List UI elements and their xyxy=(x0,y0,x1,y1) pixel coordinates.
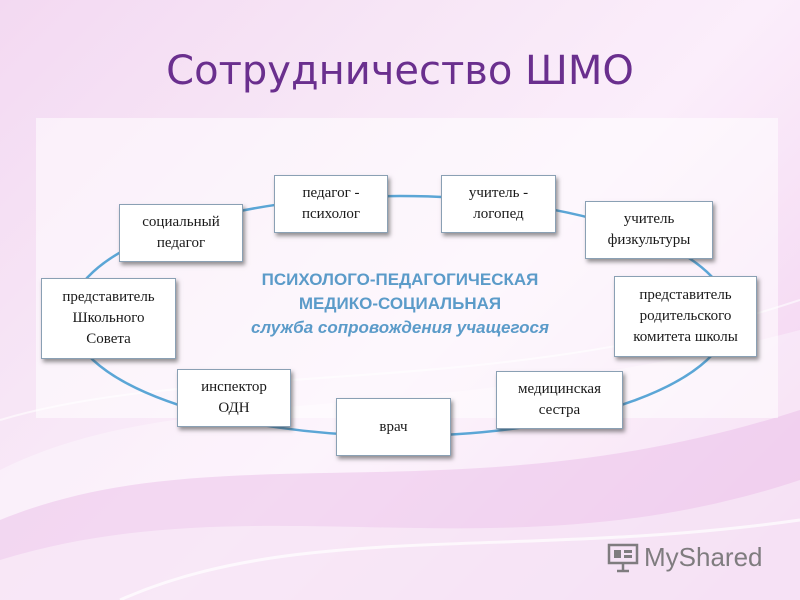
node-social-teacher: социальный педагог xyxy=(119,204,243,262)
node-inspector-odn: инспектор ОДН xyxy=(177,369,291,427)
center-line-2: МЕДИКО-СОЦИАЛЬНАЯ xyxy=(298,294,502,313)
center-service-label: ПСИХОЛОГО-ПЕДАГОГИЧЕСКАЯ МЕДИКО-СОЦИАЛЬН… xyxy=(200,268,600,340)
center-line-1: ПСИХОЛОГО-ПЕДАГОГИЧЕСКАЯ xyxy=(261,270,539,289)
diagram-panel xyxy=(36,118,778,418)
node-teacher-speech-therapist: учитель - логопед xyxy=(441,175,556,233)
node-parent-committee-rep: представитель родительского комитета шко… xyxy=(614,276,757,357)
page-title: Сотрудничество ШМО xyxy=(166,48,634,94)
presentation-board-icon xyxy=(607,543,639,573)
center-line-3: служба сопровождения учащегося xyxy=(250,318,549,337)
node-pe-teacher: учитель физкультуры xyxy=(585,201,713,259)
watermark-text: MyShared xyxy=(644,541,763,572)
watermark: MyShared xyxy=(606,540,763,574)
node-school-council-rep: представитель Школьного Совета xyxy=(41,278,176,359)
node-doctor: врач xyxy=(336,398,451,456)
node-nurse: медицинская сестра xyxy=(496,371,623,429)
node-teacher-psychologist: педагог - психолог xyxy=(274,175,388,233)
